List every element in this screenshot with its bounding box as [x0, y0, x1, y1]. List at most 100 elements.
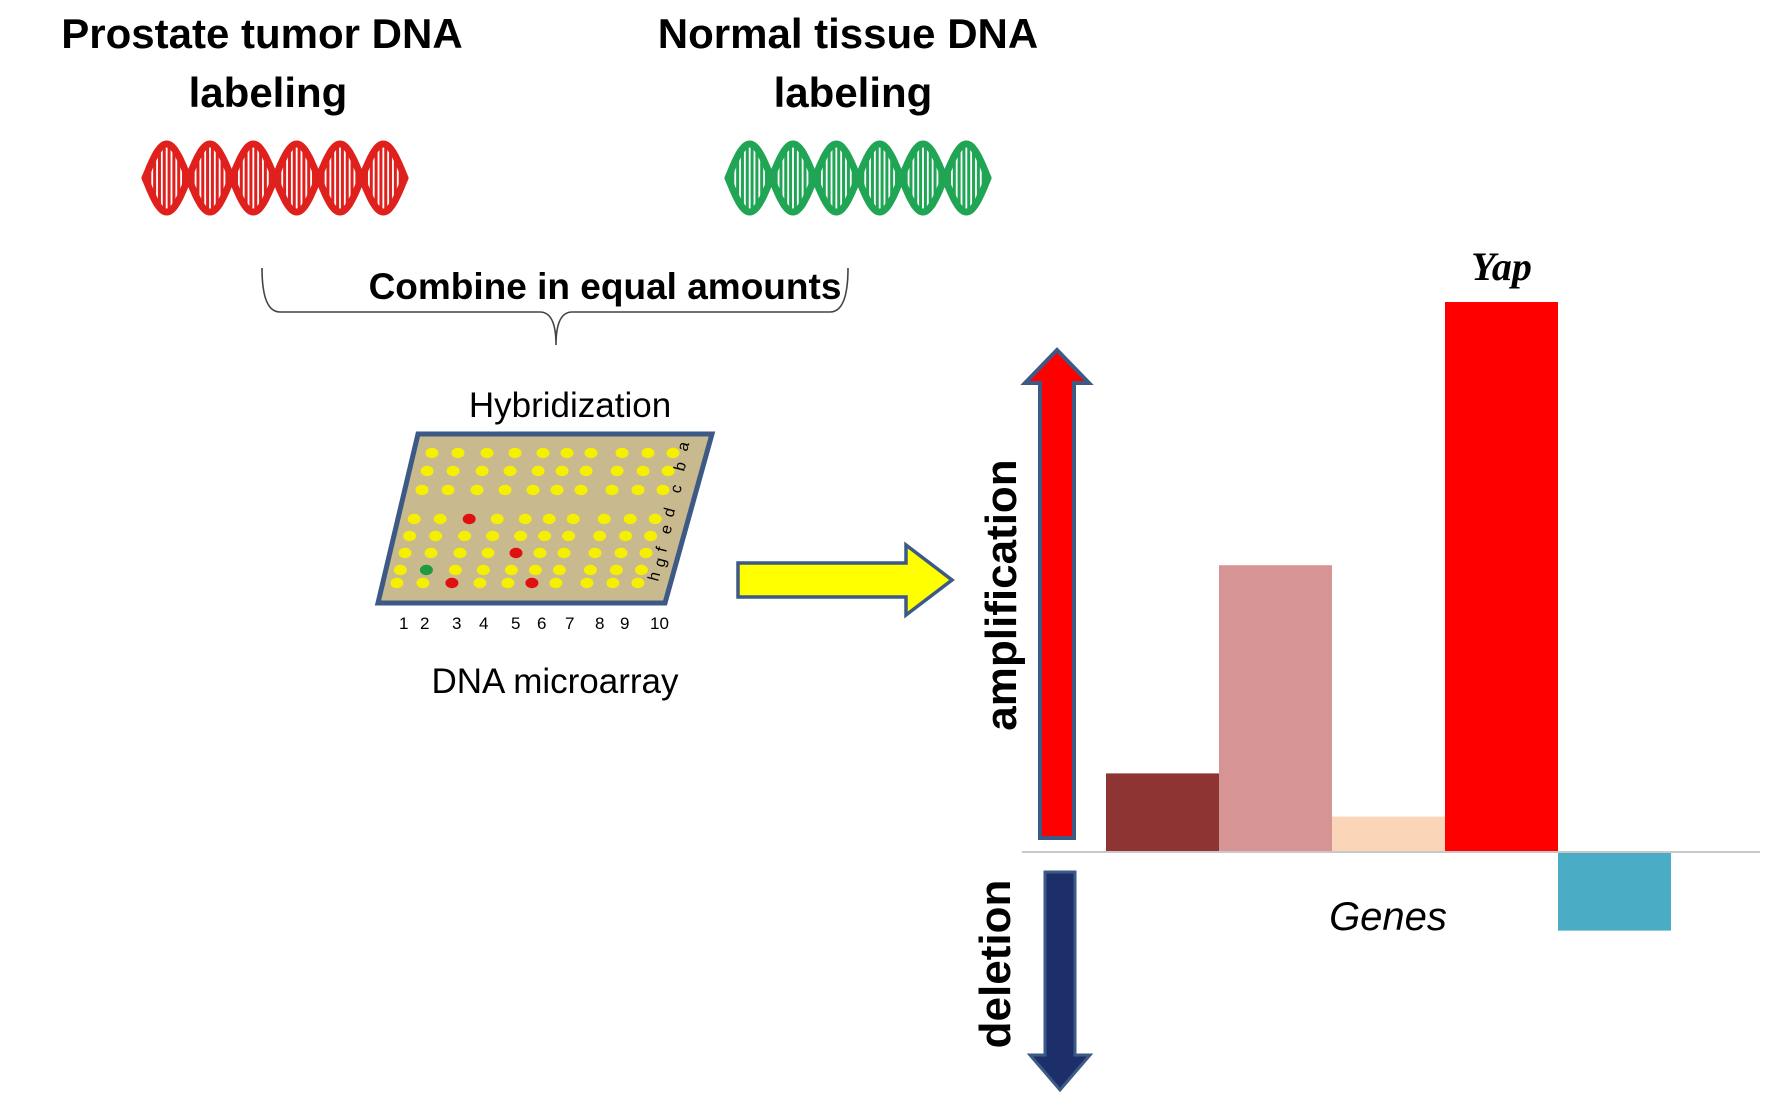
microarray-spot: [634, 564, 648, 576]
amplification-arrow-icon: [1020, 347, 1094, 840]
column-number: 6: [537, 614, 546, 633]
microarray-spot: [504, 564, 518, 576]
microarray-spot: [486, 530, 500, 542]
microarray-spot: [593, 530, 607, 542]
normal-title-line1: Normal tissue DNA: [658, 10, 1038, 57]
microarray-spot: [528, 564, 542, 576]
microarray-spot: [533, 547, 547, 559]
gene-bar: [1558, 852, 1671, 931]
microarray-spot: [552, 564, 566, 576]
microarray-spot: [538, 530, 552, 542]
column-number: 1: [399, 614, 408, 633]
microarray-spot: [631, 484, 645, 496]
tumor-title-line1: Prostate tumor DNA: [61, 10, 462, 57]
column-number: 9: [620, 614, 629, 633]
normal-title-line2: labeling: [774, 69, 933, 116]
microarray-spot: [390, 577, 404, 589]
row-letter: b: [671, 460, 690, 473]
microarray-spot: [393, 564, 407, 576]
microarray-spot: [425, 447, 439, 459]
column-number: 4: [479, 614, 488, 633]
deletion-arrow-icon: [1026, 870, 1094, 1093]
microarray-spot: [503, 465, 517, 477]
amplification-label: amplification: [977, 459, 1026, 730]
microarray-spot: [501, 577, 515, 589]
yap-bar-label: Yap: [1471, 244, 1532, 289]
microarray-spot: [433, 513, 447, 525]
gene-bar: [1445, 302, 1558, 852]
column-number: 7: [565, 614, 574, 633]
microarray-spot: [429, 530, 443, 542]
microarray-spot: [560, 447, 574, 459]
microarray-spot: [619, 530, 633, 542]
normal-dna-helix-icon: [724, 140, 992, 216]
microarray-spot: [531, 465, 545, 477]
microarray-spot: [555, 465, 569, 477]
microarray-spot: [416, 577, 430, 589]
microarray-spot: [579, 465, 593, 477]
microarray-spot: [398, 547, 412, 559]
row-letter: a: [674, 440, 693, 453]
microarray-spot: [518, 513, 532, 525]
microarray-spot: [636, 465, 650, 477]
gene-bar: [1332, 816, 1445, 852]
microarray-spot: [550, 484, 564, 496]
column-number: 8: [595, 614, 604, 633]
microarray-spot: [666, 447, 680, 459]
microarray-spot: [574, 484, 588, 496]
microarray-spot: [475, 465, 489, 477]
microarray-spot: [458, 530, 472, 542]
microarray-spot: [490, 513, 504, 525]
microarray-spot: [415, 484, 429, 496]
microarray-spot: [549, 577, 563, 589]
microarray-spot: [644, 530, 658, 542]
microarray-spot: [514, 530, 528, 542]
microarray-spot: [614, 547, 628, 559]
microarray-spot: [446, 465, 460, 477]
row-letter: e: [657, 523, 676, 536]
microarray-spot: [419, 564, 433, 576]
microarray-spot: [424, 547, 438, 559]
microarray-spot: [448, 564, 462, 576]
microarray-spot: [631, 577, 645, 589]
microarray-spot: [470, 484, 484, 496]
microarray-spot: [661, 465, 675, 477]
column-number: 2: [420, 614, 429, 633]
combine-label: Combine in equal amounts: [369, 266, 842, 307]
microarray-spot: [583, 564, 597, 576]
genes-axis-label: Genes: [1329, 895, 1447, 939]
row-letter: g: [651, 556, 670, 569]
microarray-spot: [606, 577, 620, 589]
microarray-spot: [498, 484, 512, 496]
combine-brace: [261, 267, 849, 346]
microarray-spot: [641, 447, 655, 459]
microarray-spot: [462, 513, 476, 525]
microarray-spot: [588, 547, 602, 559]
microarray-spot: [508, 447, 522, 459]
microarray-spot: [525, 577, 539, 589]
microarray-spot: [610, 465, 624, 477]
microarray-spot: [480, 447, 494, 459]
gene-bar: [1219, 565, 1332, 852]
gene-bar-chart: [1106, 302, 1671, 931]
microarray-spot: [562, 530, 576, 542]
microarray-spot: [536, 447, 550, 459]
row-letter: f: [653, 545, 671, 554]
column-number: 3: [452, 614, 461, 633]
microarray-spot: [473, 577, 487, 589]
hybridization-label: Hybridization: [469, 386, 671, 425]
microarray-spot: [441, 484, 455, 496]
microarray-spot: [584, 447, 598, 459]
row-letter: h: [645, 570, 664, 583]
microarray-spot: [481, 547, 495, 559]
microarray-spot: [557, 547, 571, 559]
microarray-spot: [597, 513, 611, 525]
column-number: 10: [650, 614, 669, 633]
microarray-spot: [420, 465, 434, 477]
microarray-spots: [390, 447, 680, 589]
microarray-spot: [580, 577, 594, 589]
microarray-spot: [453, 547, 467, 559]
